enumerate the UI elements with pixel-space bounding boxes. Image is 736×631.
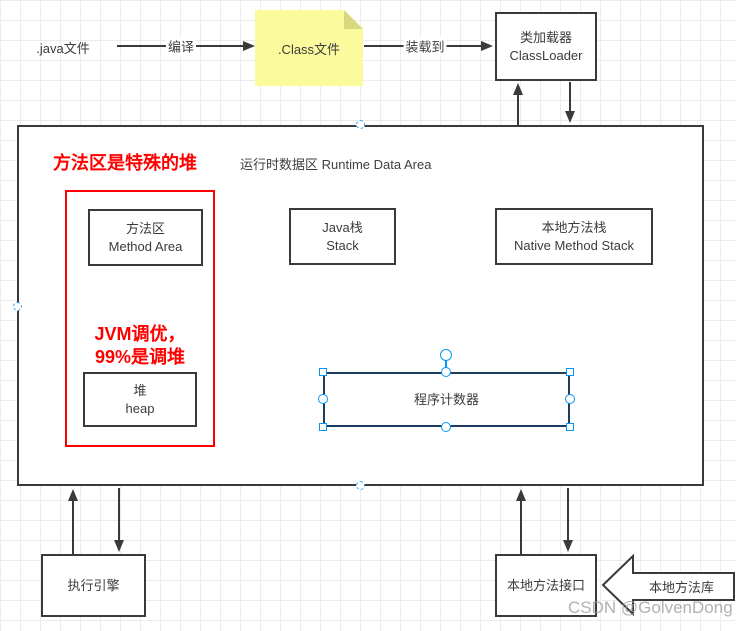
note-fold-icon — [344, 10, 363, 29]
heap-box[interactable]: 堆 heap — [83, 372, 197, 427]
handle-ne[interactable] — [566, 368, 574, 376]
handle-nw[interactable] — [319, 368, 327, 376]
handle-se[interactable] — [566, 423, 574, 431]
handle-sw[interactable] — [319, 423, 327, 431]
handle-n[interactable] — [441, 367, 451, 377]
handle-w[interactable] — [318, 394, 328, 404]
compile-edge-label[interactable]: 编译 — [165, 36, 197, 56]
watermark: CSDN @GolvenDong — [568, 598, 733, 617]
handle-s[interactable] — [441, 422, 451, 432]
java-stack-box[interactable]: Java栈 Stack — [289, 208, 396, 265]
runtime-area-title: 运行时数据区 Runtime Data Area — [240, 157, 432, 172]
java-stack-box-label: Java栈 Stack — [322, 219, 363, 253]
connection-point-bottom[interactable] — [356, 481, 365, 490]
program-counter-box-label: 程序计数器 — [413, 391, 479, 407]
handle-e[interactable] — [565, 394, 575, 404]
load-edge-label[interactable]: 装载到 — [403, 36, 447, 56]
execution-engine-box-label: 执行引擎 — [67, 577, 120, 593]
class-file-note[interactable]: .Class文件 — [255, 10, 363, 86]
native-library-arrow[interactable] — [600, 552, 736, 618]
native-method-stack-box[interactable]: 本地方法栈 Native Method Stack — [495, 208, 653, 265]
heap-box-label: 堆 heap — [125, 382, 155, 416]
connection-point-left[interactable] — [13, 302, 22, 311]
annotation-jvm-tuning[interactable]: JVM调优， 99%是调堆 — [94, 324, 186, 367]
method-heap-red-outline[interactable] — [65, 190, 215, 447]
connection-point-top[interactable] — [356, 120, 365, 129]
native-library-arrow-label: 本地方法库 — [648, 580, 714, 595]
classloader-box[interactable]: 类加载器 ClassLoader — [495, 12, 597, 81]
annotation-special-heap[interactable]: 方法区是特殊的堆 — [53, 153, 197, 173]
classloader-box-label: 类加载器 ClassLoader — [509, 29, 583, 63]
native-method-stack-box-label: 本地方法栈 Native Method Stack — [514, 219, 634, 253]
native-interface-box-label: 本地方法接口 — [506, 577, 585, 593]
rotation-handle[interactable] — [440, 349, 452, 361]
execution-engine-box[interactable]: 执行引擎 — [41, 554, 146, 617]
java-file-label[interactable]: .java文件 — [36, 41, 90, 56]
native-interface-box[interactable]: 本地方法接口 — [495, 554, 597, 617]
method-area-box-label: 方法区 Method Area — [108, 220, 183, 254]
method-area-box[interactable]: 方法区 Method Area — [88, 209, 203, 266]
class-file-note-label: .Class文件 — [277, 41, 341, 57]
rotation-stem — [445, 360, 447, 369]
program-counter-box[interactable]: 程序计数器 — [323, 372, 570, 427]
